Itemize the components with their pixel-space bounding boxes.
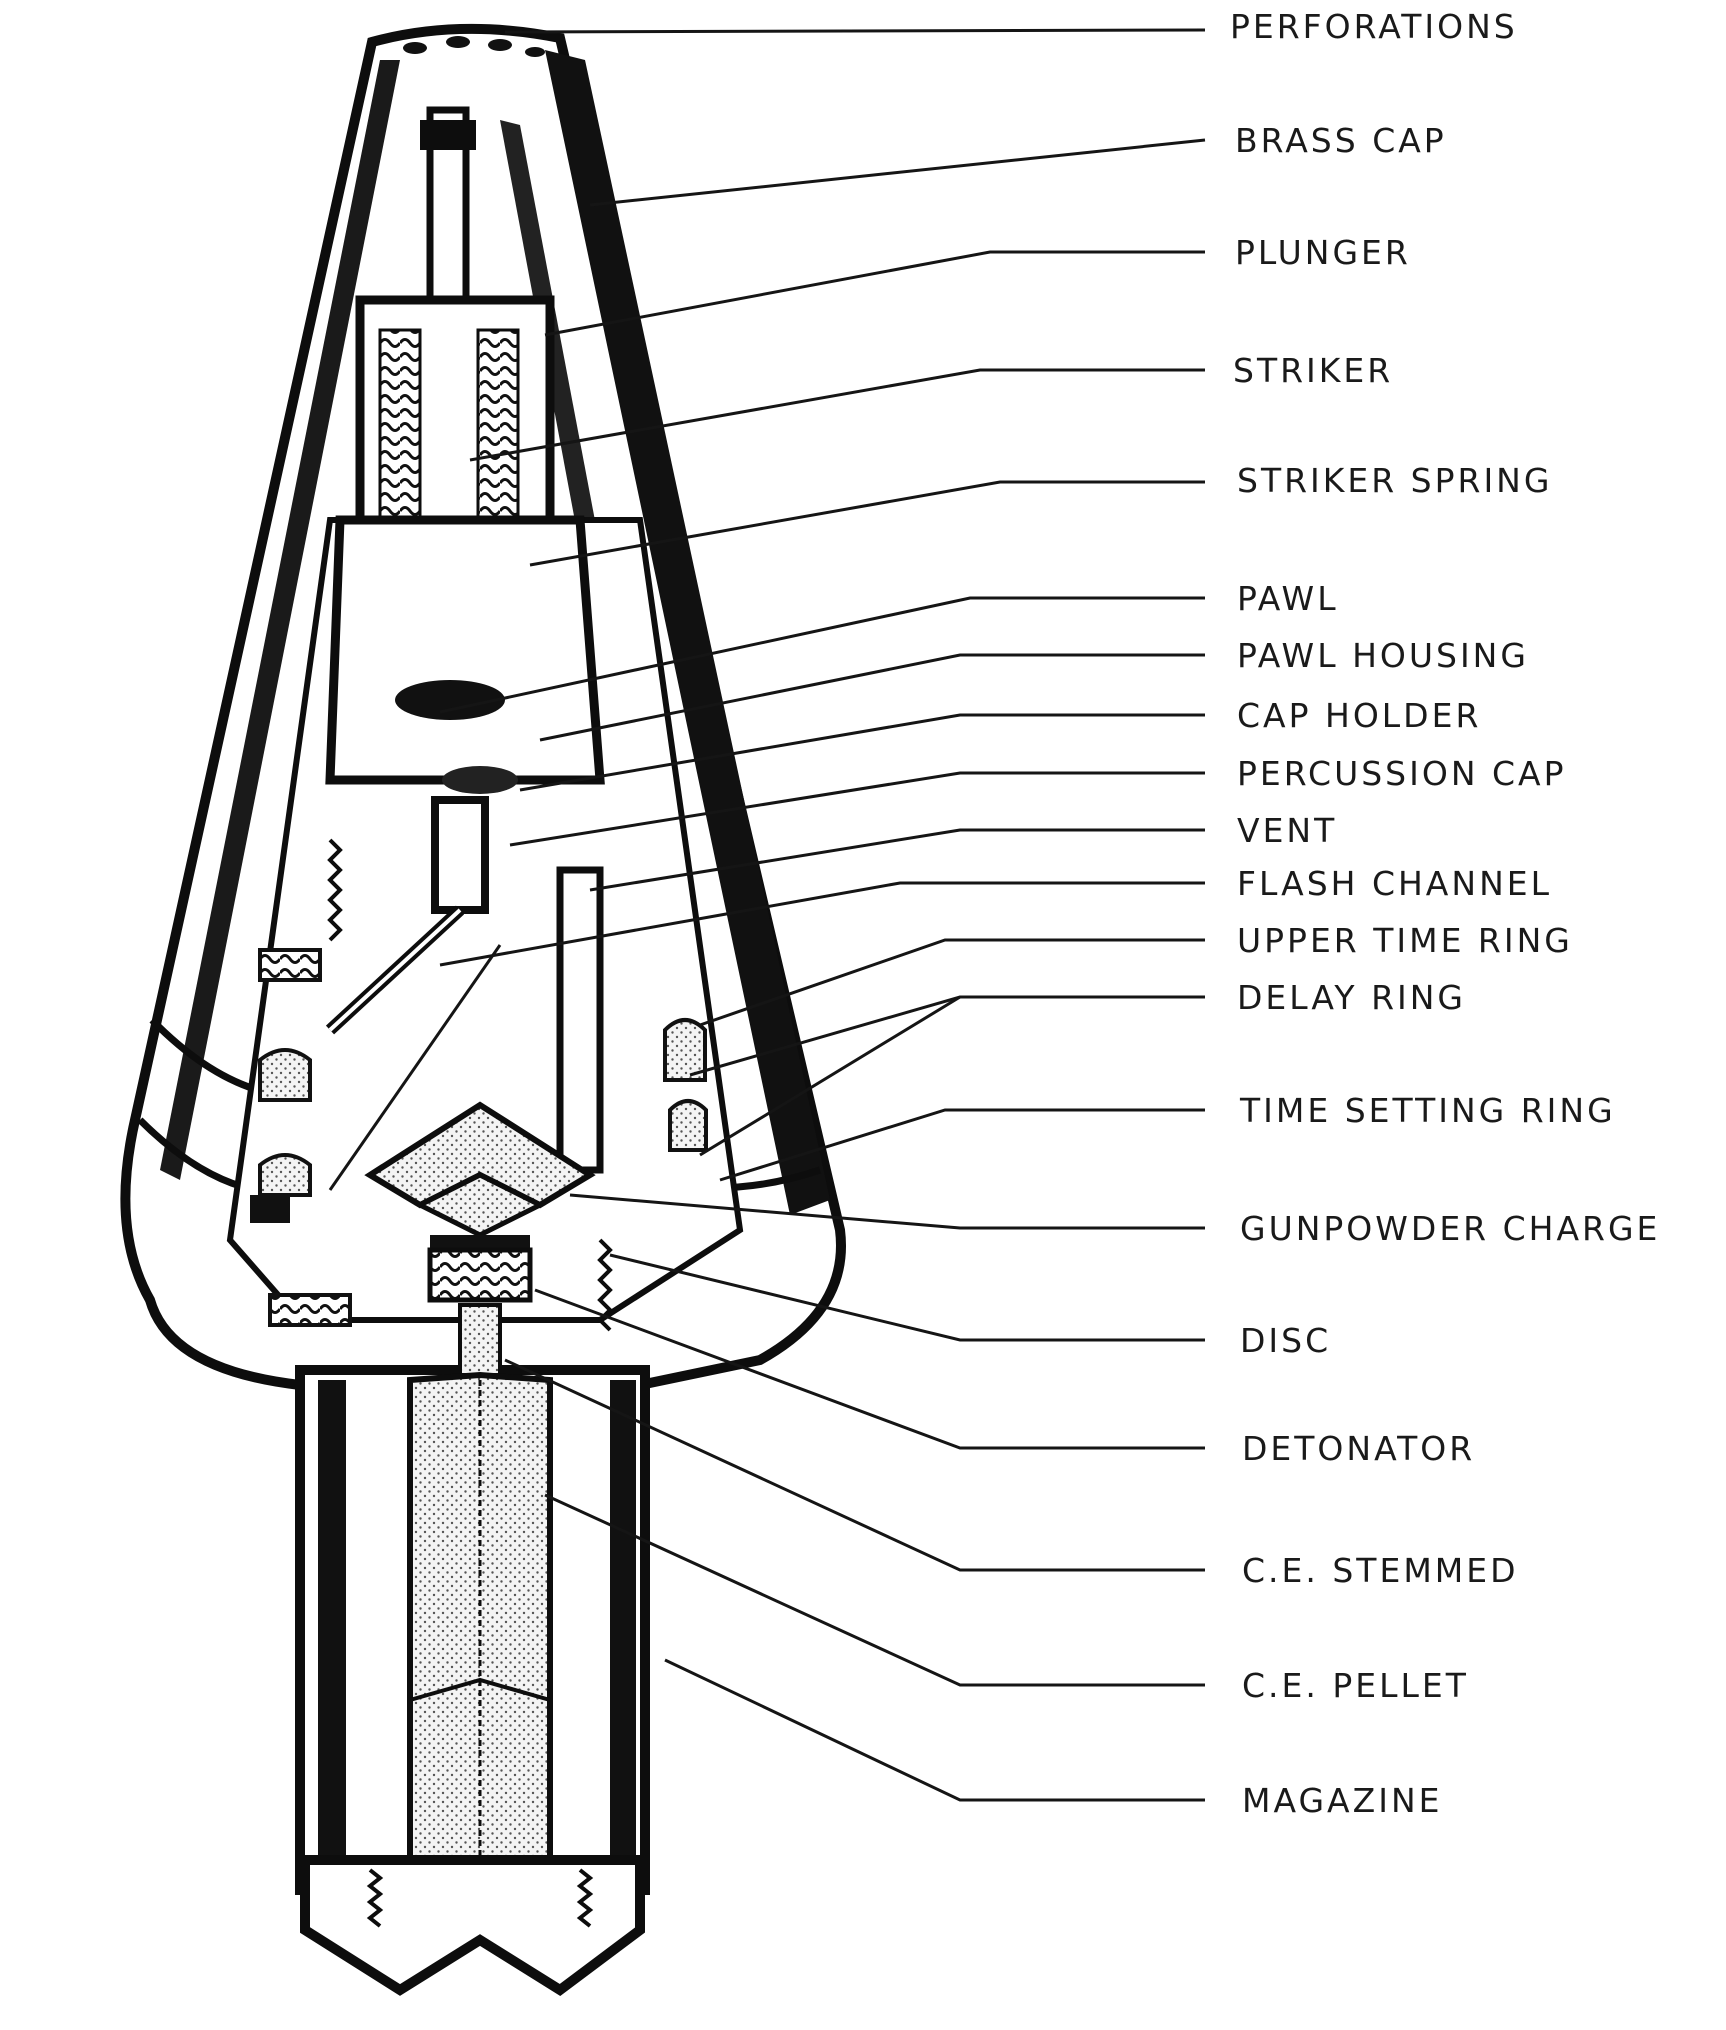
inner-channel xyxy=(556,866,604,1174)
magazine-shade-right xyxy=(610,1380,636,1880)
ce-stemmed-part xyxy=(458,1303,502,1377)
magazine-shade-left xyxy=(318,1380,346,1880)
label-upper-time-ring: UPPER TIME RING xyxy=(1237,921,1573,960)
end-cap-threads-left xyxy=(366,1868,384,1928)
leader-ce-pellet xyxy=(544,1493,1205,1687)
body-thread-left xyxy=(327,838,343,942)
label-ce-stemmed: C.E. STEMMED xyxy=(1242,1551,1519,1590)
leader-plunger xyxy=(544,250,1205,337)
fuze-body xyxy=(120,23,846,1390)
label-striker: STRIKER xyxy=(1233,351,1393,390)
leader-striker xyxy=(469,368,1205,462)
part-labels: PERFORATIONS BRASS CAP PLUNGER STRIKER S… xyxy=(1230,7,1660,1820)
perforation-holes xyxy=(403,36,545,57)
cone-shading-left xyxy=(160,60,400,1180)
label-magazine: MAGAZINE xyxy=(1242,1781,1443,1820)
leader-gunpowder-charge xyxy=(569,1193,1205,1230)
label-perforations: PERFORATIONS xyxy=(1230,7,1518,46)
label-ce-pellet: C.E. PELLET xyxy=(1242,1666,1469,1705)
cone-shading xyxy=(545,50,830,1215)
cap-holder-part xyxy=(431,796,489,914)
flash-channel-inner xyxy=(328,908,462,1032)
label-pawl: PAWL xyxy=(1237,579,1339,618)
leader-percussion-cap xyxy=(509,771,1205,847)
magazine-end-cap xyxy=(300,1855,645,1997)
label-plunger: PLUNGER xyxy=(1235,233,1411,272)
disc-part xyxy=(430,1235,530,1249)
pawl-housing-block xyxy=(325,515,605,785)
leader-ce-stemmed xyxy=(504,1358,1205,1572)
leader-vent xyxy=(589,828,1205,892)
detonator-part xyxy=(427,1247,533,1303)
leader-flash-channel-2 xyxy=(328,944,502,1191)
label-pawl-housing: PAWL HOUSING xyxy=(1237,636,1529,675)
leader-brass-cap xyxy=(589,138,1206,207)
leader-upper-time-ring xyxy=(699,938,1205,1027)
label-brass-cap: BRASS CAP xyxy=(1235,121,1447,160)
leader-disc xyxy=(609,1253,1205,1342)
leader-striker-spring xyxy=(529,480,1205,567)
ce-pellet-chevron xyxy=(409,1677,551,1702)
label-time-setting-ring: TIME SETTING RING xyxy=(1239,1091,1616,1130)
leader-perforations xyxy=(504,28,1206,34)
leader-delay-ring-2 xyxy=(699,995,961,1157)
leader-cap-holder xyxy=(519,713,1205,792)
percussion-cap-part xyxy=(442,766,518,794)
leader-time-setting-ring xyxy=(719,1108,1205,1182)
leader-detonator xyxy=(534,1288,1205,1450)
label-detonator: DETONATOR xyxy=(1242,1429,1475,1468)
delay-pellets xyxy=(258,1018,708,1197)
plunger-head xyxy=(420,120,476,150)
label-flash-channel: FLASH CHANNEL xyxy=(1237,864,1552,903)
label-striker-spring: STRIKER SPRING xyxy=(1237,461,1552,500)
label-disc: DISC xyxy=(1240,1321,1331,1360)
leader-pawl xyxy=(439,596,1205,714)
magazine-body xyxy=(295,1303,650,1997)
end-cap-threads-right xyxy=(576,1868,594,1928)
pawl-part xyxy=(395,680,505,720)
label-gunpowder-charge: GUNPOWDER CHARGE xyxy=(1240,1209,1660,1248)
leader-lines xyxy=(328,28,1206,1802)
label-percussion-cap: PERCUSSION CAP xyxy=(1237,754,1567,793)
leader-pawl-housing xyxy=(539,653,1205,742)
leader-magazine xyxy=(664,1658,1205,1802)
gunpowder-lower xyxy=(414,1172,546,1238)
label-cap-holder: CAP HOLDER xyxy=(1237,696,1481,735)
leader-flash-channel xyxy=(439,881,1205,967)
left-screws xyxy=(250,948,352,1327)
label-delay-ring: DELAY RING xyxy=(1237,978,1466,1017)
label-vent: VENT xyxy=(1237,811,1337,850)
